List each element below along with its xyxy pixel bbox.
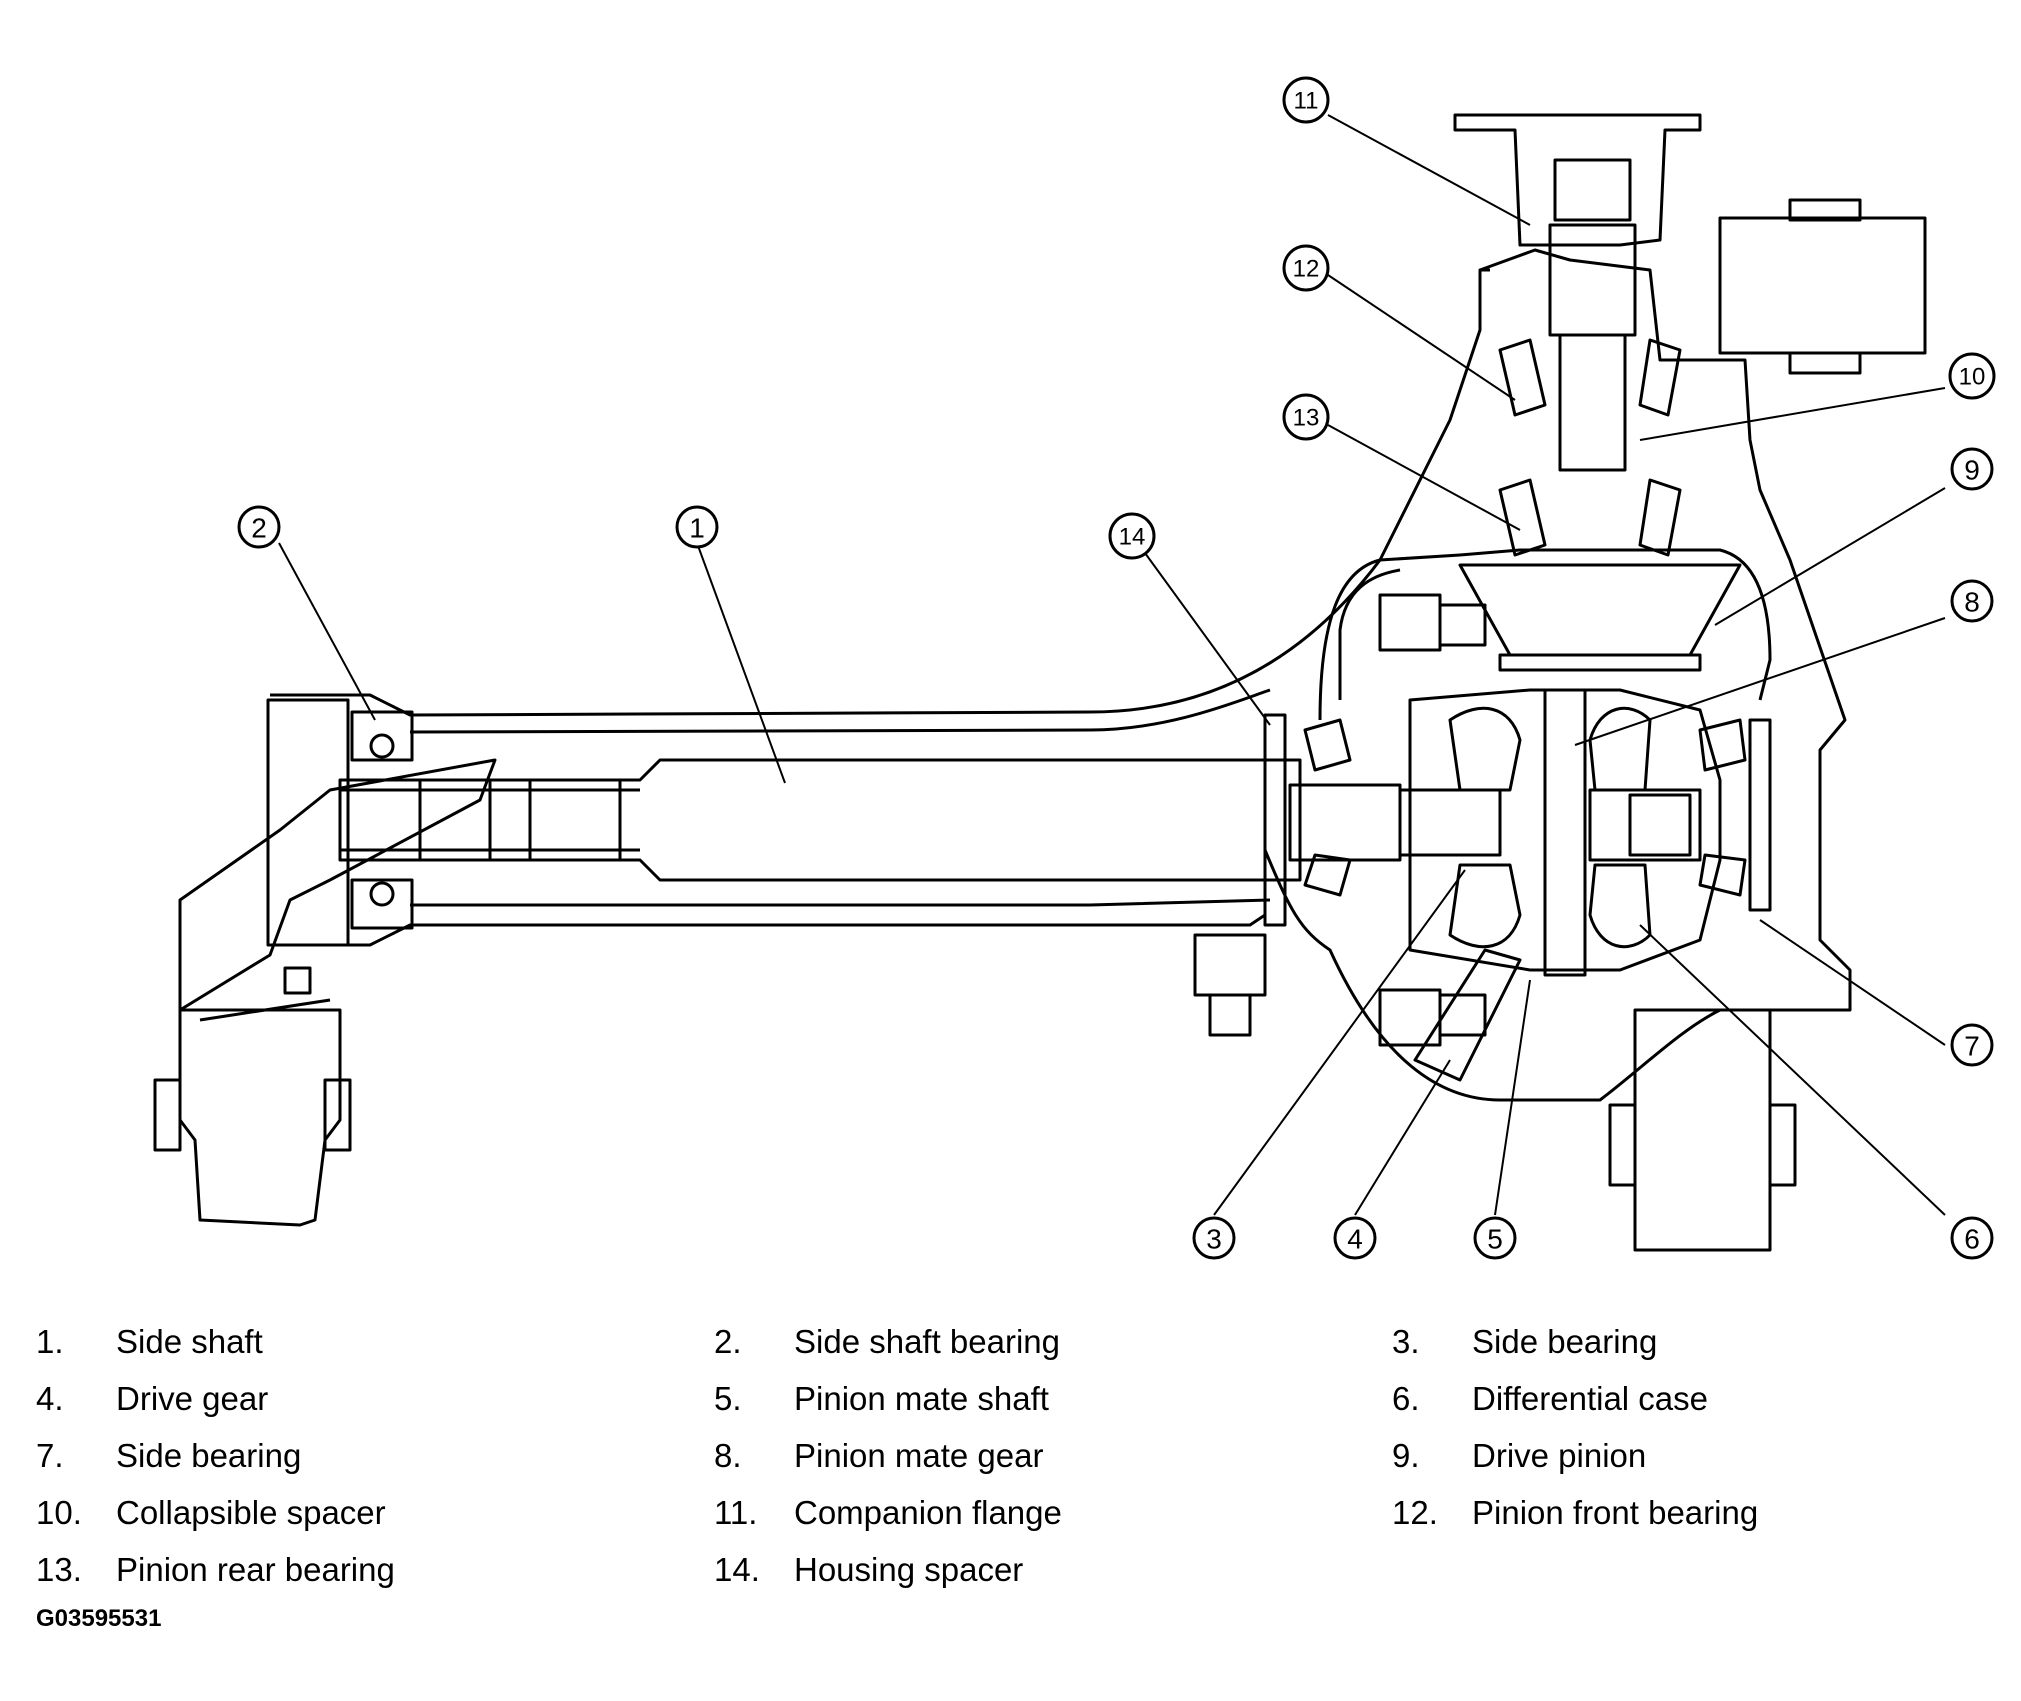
- callout-7-label: 7: [1964, 1031, 1980, 1062]
- callout-11: 11: [1282, 76, 1330, 124]
- callout-10-label: 10: [1959, 364, 1986, 391]
- side-bearing-left: [1303, 718, 1352, 897]
- legend-label: Side shaft bearing: [794, 1323, 1061, 1360]
- drive-pinion: [1458, 563, 1742, 672]
- legend-label: Collapsible spacer: [116, 1494, 386, 1531]
- housing-spacer: [1263, 713, 1287, 927]
- differential-housing: [1193, 248, 1852, 1102]
- callout-3: 3: [1192, 1216, 1236, 1260]
- callout-8-label: 8: [1964, 587, 1980, 618]
- legend-label: Companion flange: [794, 1494, 1062, 1531]
- callout-9-label: 9: [1964, 455, 1980, 486]
- callout-13-label: 13: [1293, 405, 1320, 432]
- companion-flange: [1453, 113, 1702, 472]
- side-shaft: [338, 758, 1502, 882]
- figure-id: G03595531: [36, 1605, 162, 1632]
- differential-case: [1408, 688, 1722, 977]
- callout-6-label: 6: [1964, 1224, 1980, 1255]
- callout-4-label: 4: [1347, 1224, 1363, 1255]
- right-mount: [1608, 198, 1927, 1252]
- callout-12: 12: [1282, 244, 1330, 292]
- callout-5-label: 5: [1487, 1224, 1503, 1255]
- legend-number: 2.: [714, 1323, 742, 1360]
- legend-number: 5.: [714, 1380, 742, 1417]
- callout-5: 5: [1473, 1216, 1517, 1260]
- legend-label: Side bearing: [116, 1437, 302, 1474]
- legend-label: Differential case: [1472, 1380, 1709, 1417]
- legend-number: 10.: [36, 1494, 82, 1531]
- callout-markers: 1 2 3 4 5 6 7 8: [237, 76, 1996, 1260]
- legend-number: 9.: [1392, 1437, 1420, 1474]
- callout-3-label: 3: [1206, 1224, 1222, 1255]
- legend-number: 8.: [714, 1437, 742, 1474]
- legend-label: Pinion mate gear: [794, 1437, 1044, 1474]
- legend-number: 13.: [36, 1551, 82, 1588]
- legend-number: 1.: [36, 1323, 64, 1360]
- legend-number: 14.: [714, 1551, 760, 1588]
- legend-number: 3.: [1392, 1323, 1420, 1360]
- callout-6: 6: [1950, 1216, 1994, 1260]
- legend-label: Drive pinion: [1472, 1437, 1647, 1474]
- callout-4: 4: [1333, 1216, 1377, 1260]
- legend-number: 11.: [714, 1494, 758, 1531]
- side-bearing-right: [1698, 718, 1772, 912]
- parts-legend: 1. Side shaft 2. Side shaft bearing 3. S…: [0, 1300, 2021, 1630]
- left-mount: [153, 758, 497, 1227]
- callout-11-label: 11: [1294, 88, 1319, 115]
- callout-1: 1: [675, 505, 719, 549]
- legend-number: 7.: [36, 1437, 64, 1474]
- legend-label: Side bearing: [1472, 1323, 1658, 1360]
- callout-13: 13: [1282, 393, 1330, 441]
- side-shaft-bearing: [350, 710, 414, 930]
- callout-8: 8: [1950, 579, 1994, 623]
- legend-label: Drive gear: [116, 1380, 269, 1417]
- callout-10: 10: [1948, 352, 1996, 400]
- legend-label: Pinion mate shaft: [794, 1380, 1049, 1417]
- legend-label: Side shaft: [116, 1323, 263, 1360]
- callout-9: 9: [1950, 447, 1994, 491]
- drive-gear-bolts: [1378, 593, 1522, 1082]
- legend-number: 12.: [1392, 1494, 1438, 1531]
- callout-7: 7: [1950, 1023, 1994, 1067]
- side-shaft-housing: [266, 268, 1490, 947]
- callout-2: 2: [237, 505, 281, 549]
- legend-number: 4.: [36, 1380, 64, 1417]
- callout-1-label: 1: [689, 513, 705, 544]
- legend-label: Pinion rear bearing: [116, 1551, 395, 1588]
- callout-leaders: [278, 114, 1946, 1216]
- callout-14: 14: [1108, 512, 1156, 560]
- pinion-front-bearing: [1498, 338, 1682, 417]
- legend-label: Pinion front bearing: [1472, 1494, 1759, 1531]
- callout-12-label: 12: [1293, 256, 1320, 283]
- callout-14-label: 14: [1119, 524, 1146, 551]
- callout-2-label: 2: [251, 513, 267, 544]
- legend-label: Housing spacer: [794, 1551, 1024, 1588]
- differential-cross-section-diagram: 1 2 3 4 5 6 7 8: [153, 76, 1996, 1260]
- pinion-rear-bearing: [1498, 478, 1682, 557]
- legend-number: 6.: [1392, 1380, 1420, 1417]
